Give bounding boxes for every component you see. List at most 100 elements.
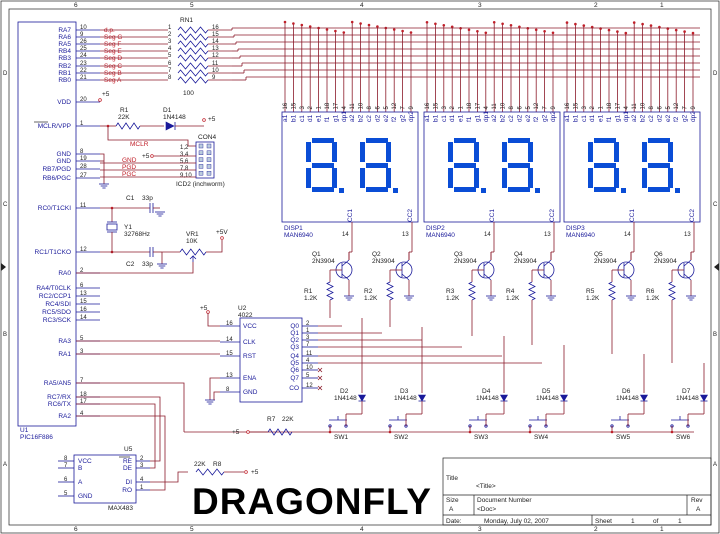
pin-number: 1	[80, 121, 84, 127]
junction-dot	[468, 430, 472, 434]
junction-dot	[607, 28, 611, 32]
base-resistor-value: 1.2K	[304, 295, 318, 302]
tb-title-label: Title	[446, 475, 458, 482]
pin-number: 10	[80, 25, 87, 31]
transistors: Q12N3904R11.2KQ22N3904R21.2KQ32N3904R31.…	[304, 251, 696, 363]
junction-dot	[565, 21, 569, 24]
r1-resistor	[115, 122, 141, 130]
base-resistor-ref: R1	[304, 288, 313, 295]
pin-number: 5	[80, 336, 84, 342]
displays: a116b115c13d12e11f118g117dp14a211b210c28…	[281, 102, 701, 252]
display-seg-num: 9	[551, 106, 557, 110]
pin-number: 12	[80, 247, 87, 253]
display-seg-num: 11	[350, 103, 356, 110]
display-seg-num: 18	[607, 102, 613, 109]
rn1-pin-left: 7	[168, 68, 172, 74]
display-seg-num: 6	[517, 106, 523, 110]
display-cc-label: CC1	[347, 209, 354, 222]
diode-ref: D2	[340, 388, 349, 395]
pin-number: 17	[80, 399, 87, 405]
junction-dot	[674, 28, 678, 32]
transistor-ref: Q4	[514, 251, 523, 258]
pin-name-rb0: RB0	[58, 77, 71, 84]
display-seg-label: f2	[391, 116, 398, 122]
display-seg-num: 6	[657, 106, 663, 110]
display-seg-num: 2	[308, 106, 314, 110]
junction-dot	[325, 28, 329, 31]
transistor-collector	[401, 259, 410, 267]
rn1-resistor	[177, 33, 209, 41]
pin-number: 27	[80, 173, 87, 179]
supply-pin	[202, 118, 206, 122]
u2-output-number: 3	[306, 335, 310, 341]
led-segment	[386, 142, 391, 162]
junction-dot	[425, 21, 429, 24]
display-seg-num: 11	[492, 103, 498, 110]
transistor-part: 2N3904	[654, 258, 677, 265]
pin-number: 16	[80, 307, 87, 313]
pin-number: 22	[80, 68, 87, 74]
led-segment	[614, 142, 619, 162]
base-resistor-ref: R5	[586, 288, 595, 295]
u2-gnd-wire	[213, 391, 220, 400]
pin-number: 11	[80, 203, 87, 209]
rn1-resistor	[177, 62, 209, 70]
led-segment	[508, 138, 530, 143]
rn1-pin-right: 14	[212, 39, 219, 45]
display-seg-num: 16	[283, 102, 289, 109]
display-seg-label: dp1	[341, 111, 348, 122]
con4-pin	[198, 170, 204, 176]
con4-pin	[198, 143, 204, 149]
led-segment	[332, 142, 337, 162]
r1-value: 22K	[118, 114, 130, 121]
mcu-gnd-wire	[100, 153, 105, 184]
transistor-collector	[483, 259, 492, 267]
u5-pin-name-right: RE	[123, 458, 133, 465]
display-seg-label: dp1	[623, 111, 630, 122]
grid-col-bottom: 5	[190, 526, 194, 533]
pin-number: 7	[80, 378, 84, 384]
led-segment	[448, 168, 453, 188]
diode-part: 1N4148	[616, 395, 639, 402]
con4-pin-label: 1,2	[180, 145, 189, 151]
diode-part: 1N4148	[676, 395, 699, 402]
u5-pin-number-right: 2	[140, 456, 144, 462]
u5-pin-name: VCC	[78, 458, 92, 465]
base-resistor	[528, 281, 536, 301]
u2-vcc-wire	[207, 313, 220, 327]
switch-label: SW2	[394, 434, 408, 441]
led-segment	[360, 168, 365, 188]
transistor-part: 2N3904	[312, 258, 335, 265]
display-seg-label: e1	[458, 114, 465, 122]
display-seg-label: e2	[525, 114, 532, 122]
rn1-pin-left: 3	[168, 39, 172, 45]
display-seg-num: 8	[509, 106, 515, 110]
grid-col-top: 5	[190, 2, 194, 9]
junction-dot	[292, 22, 295, 25]
display-seg-num: 1	[459, 106, 465, 110]
u5-pin-name-right: DI	[126, 479, 133, 486]
display-seg-label: g2	[542, 114, 549, 122]
u2-output-number: 11	[306, 351, 313, 357]
display-seg-num: 1	[317, 106, 323, 110]
u2-part: 4022	[238, 312, 253, 319]
display-cc-num: 14	[624, 232, 631, 238]
display-seg-num: 11	[632, 103, 638, 110]
u2-output-number: 7	[306, 342, 310, 348]
led-segment	[366, 138, 388, 143]
display-seg-num: 10	[641, 102, 647, 109]
led-segment	[502, 168, 507, 188]
display-seg-num: 3	[442, 106, 448, 110]
display-ref: DISP2	[426, 225, 445, 232]
tb-size-value: A	[449, 506, 454, 513]
pin-name-gnd: GND	[57, 151, 72, 158]
grid-col-bottom: 3	[478, 526, 482, 533]
led-segment	[360, 142, 365, 162]
pin-number: 3	[80, 349, 84, 355]
pin-name-rc7rx: RC7/RX	[47, 394, 72, 401]
pin-name-rc4sdi: RC4/SDI	[45, 301, 71, 308]
ra5-to-switch-bus	[76, 382, 185, 432]
pin-number: 8	[80, 149, 84, 155]
display-cc-num: 14	[484, 232, 491, 238]
